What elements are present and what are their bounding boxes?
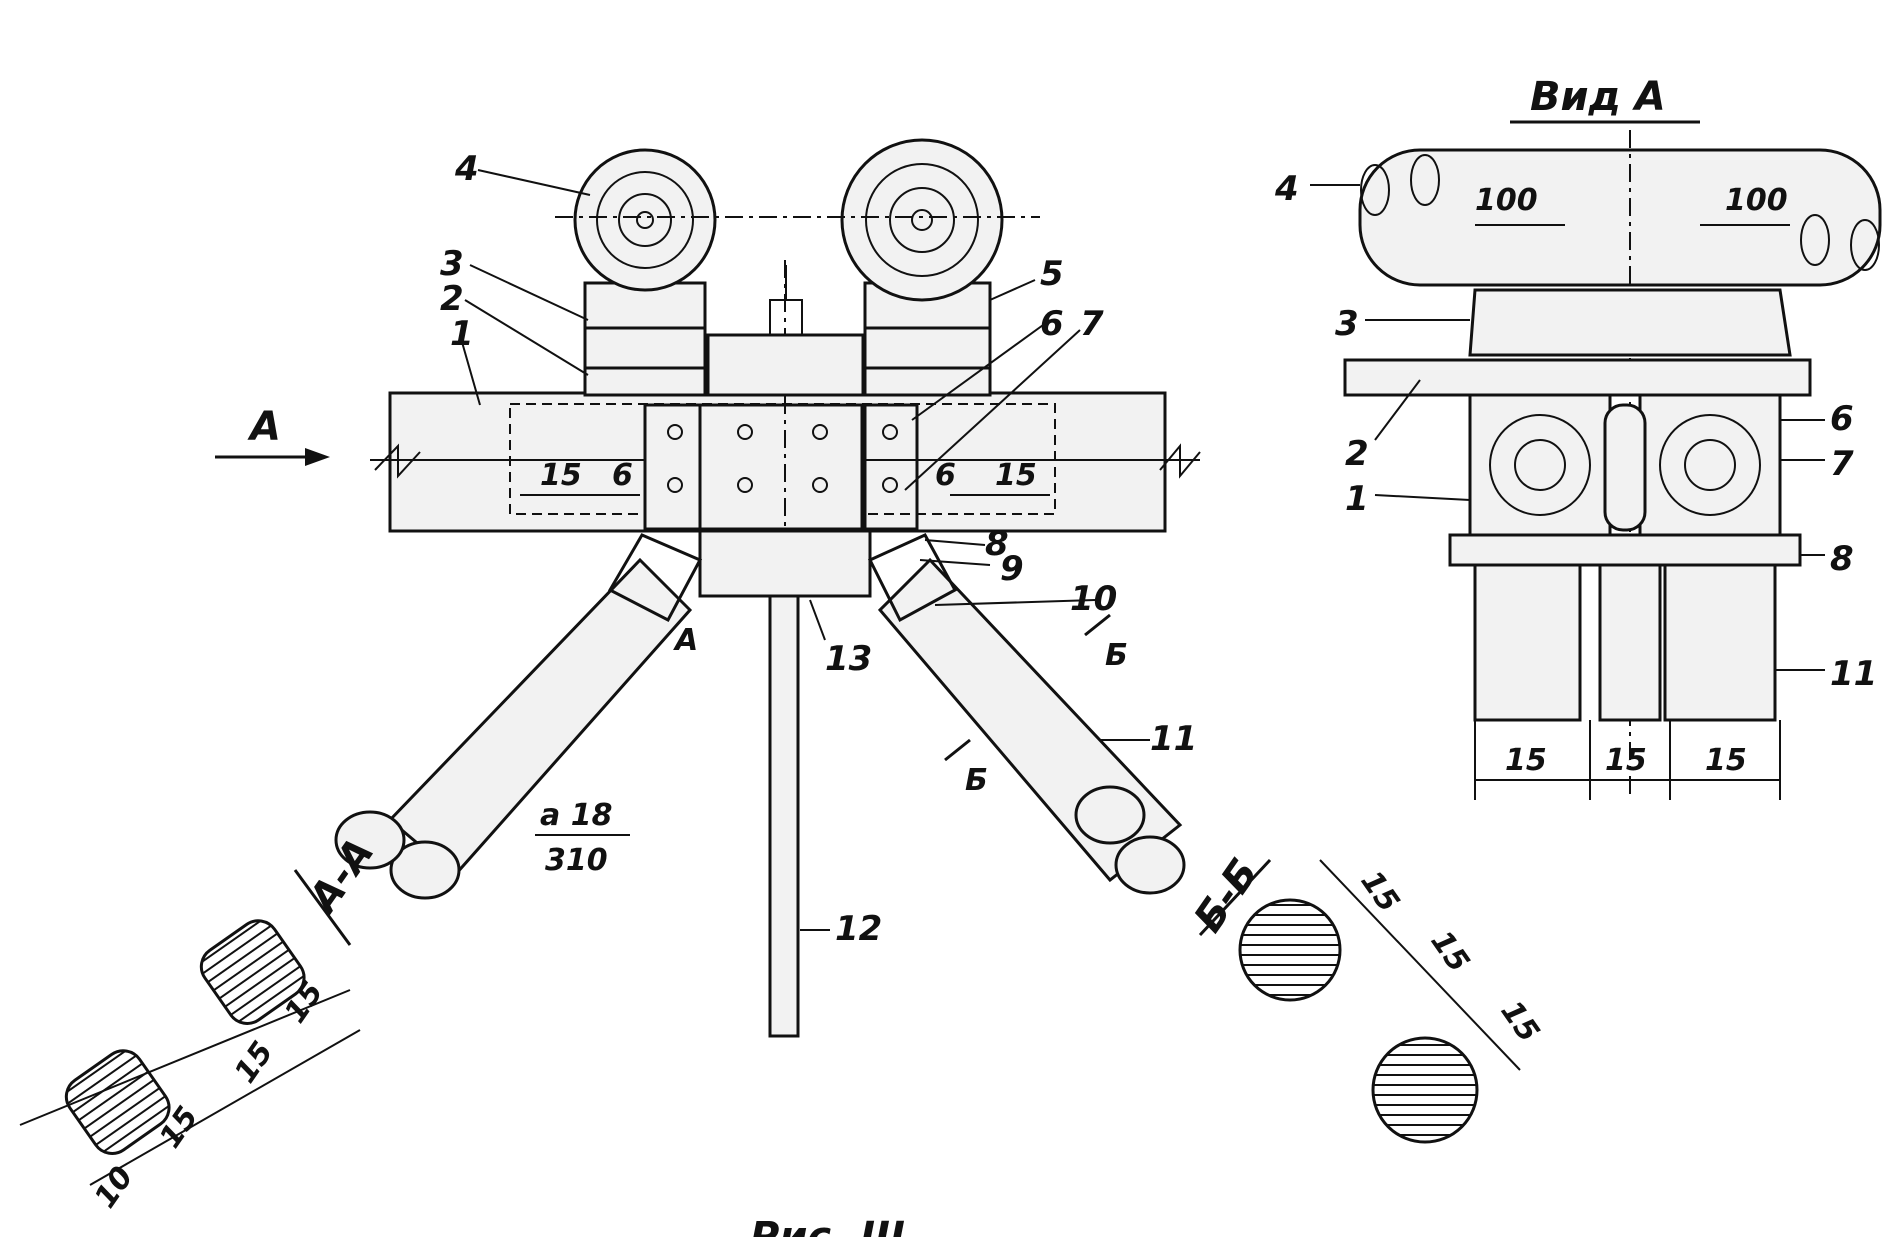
part-9: 9 — [1000, 549, 1024, 589]
part-8: 8 — [985, 524, 1009, 564]
part-10: 10 — [1070, 579, 1117, 619]
dim-bb-2: 15 — [1423, 925, 1476, 979]
side-plate-right — [860, 403, 919, 531]
block-left-3 — [583, 366, 707, 397]
block-right-3 — [863, 366, 992, 397]
part-12: 12 — [835, 909, 882, 949]
dim-view-15-1: 15 — [1505, 743, 1547, 778]
view-center-bar — [1598, 563, 1662, 722]
section-bb-piece-2 — [1371, 1036, 1479, 1144]
view-log — [1358, 148, 1882, 287]
part-5: 5 — [1040, 254, 1064, 294]
dim-main-right-1: 6 — [935, 458, 956, 493]
dim-view-100-2: 100 — [1725, 183, 1788, 218]
fraction-top: а 18 — [540, 798, 612, 833]
part-2: 2 — [440, 279, 464, 319]
view-block-3 — [1468, 288, 1792, 357]
part-3: 3 — [440, 244, 464, 284]
dim-bb-3: 15 — [1493, 995, 1546, 1049]
dim-aa-4: 10 — [88, 1160, 141, 1214]
saddle — [706, 333, 865, 397]
rod — [768, 594, 800, 1038]
dim-main-right-2: 15 — [995, 458, 1037, 493]
view-part-6: 6 — [1830, 399, 1854, 439]
view-a-title: Вид А — [1530, 74, 1666, 120]
block-left-2 — [583, 326, 707, 370]
section-bb: Б-Б 15 15 15 — [1186, 851, 1546, 1144]
section-aa-piece-1 — [199, 919, 306, 1025]
view-brace-left — [1473, 563, 1582, 722]
arrow-a-label: А — [247, 404, 281, 450]
view-part-1: 1 — [1345, 479, 1369, 519]
view-board-2 — [1343, 358, 1812, 397]
view-brace-right — [1663, 563, 1777, 722]
view-part-4: 4 — [1274, 169, 1299, 209]
cut-b-label-2: Б — [965, 763, 988, 798]
view-a: Вид А 100 100 15 15 — [1274, 74, 1882, 800]
view-part-11: 11 — [1830, 654, 1877, 694]
section-aa: А-А 15 15 15 10 — [19, 830, 383, 1215]
dim-main-left-2: 6 — [612, 458, 633, 493]
part-13: 13 — [825, 639, 872, 679]
cut-a-label: А — [673, 623, 698, 658]
side-plate-left — [643, 403, 702, 531]
part-4: 4 — [454, 149, 479, 189]
block-right-2 — [863, 326, 992, 370]
cut-b-label-1: Б — [1105, 638, 1128, 673]
brace-left — [334, 533, 703, 900]
bottom-bracket — [698, 529, 872, 598]
dim-view-15-2: 15 — [1605, 743, 1647, 778]
caption-fragment: Рис. III — [750, 1214, 905, 1237]
main-assembly: А 15 6 6 15 4 3 2 1 5 6 7 — [215, 138, 1201, 1040]
section-aa-piece-2 — [64, 1049, 171, 1155]
part-7: 7 — [1080, 304, 1104, 344]
view-plate-8 — [1448, 533, 1802, 567]
view-part-8: 8 — [1830, 539, 1854, 579]
view-part-3: 3 — [1335, 304, 1359, 344]
log-left — [573, 148, 717, 292]
dim-aa-2: 15 — [228, 1035, 281, 1089]
section-bb-piece-1 — [1238, 898, 1342, 1002]
view-part-7: 7 — [1830, 444, 1854, 484]
log-right — [840, 138, 1004, 302]
clamp-block — [643, 403, 867, 531]
dim-bb-1: 15 — [1353, 865, 1406, 919]
view-part-2: 2 — [1345, 434, 1369, 474]
part-1: 1 — [450, 314, 474, 354]
dim-view-15-3: 15 — [1705, 743, 1747, 778]
part-6: 6 — [1040, 304, 1064, 344]
dim-view-100-1: 100 — [1475, 183, 1538, 218]
fraction-bottom: 310 — [545, 843, 608, 878]
part-11: 11 — [1150, 719, 1197, 759]
brace-right — [867, 533, 1186, 895]
dim-main-left-1: 15 — [540, 458, 582, 493]
